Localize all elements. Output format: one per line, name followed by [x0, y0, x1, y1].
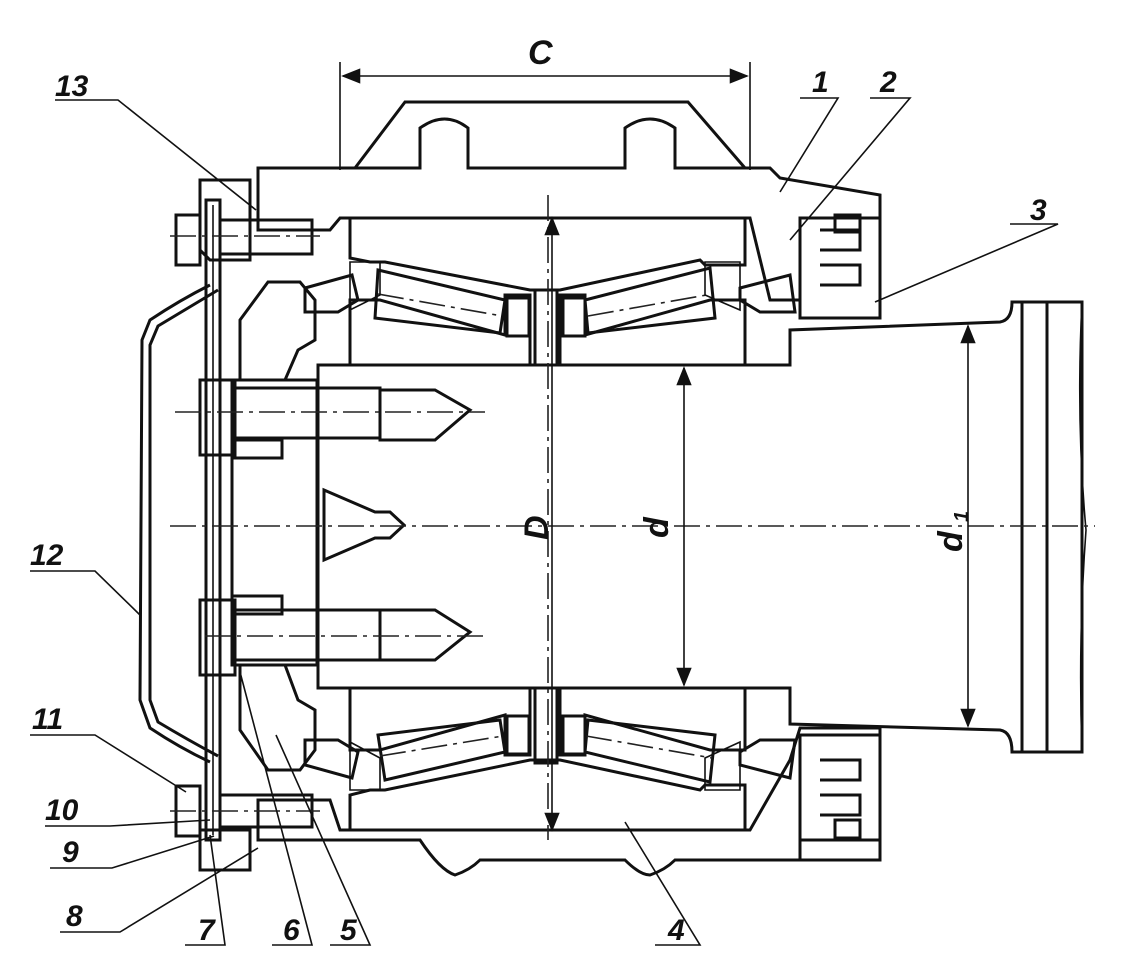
dim-label-c: C [528, 34, 553, 72]
callout-12: 12 [30, 539, 64, 572]
shaft [316, 300, 1087, 754]
end-cap [230, 280, 319, 772]
callout-2: 2 [879, 66, 897, 99]
callout-labels: 1 2 3 4 5 6 7 8 9 10 11 12 13 [30, 66, 1047, 947]
callout-5: 5 [340, 914, 358, 947]
callout-8: 8 [66, 900, 83, 933]
outer-ring-lower [348, 758, 747, 832]
callout-13: 13 [55, 70, 89, 103]
lock-plate [204, 198, 222, 842]
dimension-c [339, 62, 751, 170]
callout-10: 10 [45, 794, 79, 827]
roller-lower-left [376, 718, 507, 782]
roller-upper-right [583, 266, 717, 335]
bolt-upper [175, 378, 485, 457]
dim-label-d1-sub: 1 [951, 511, 973, 522]
dust-cover [138, 283, 219, 764]
dim-label-D: D [518, 515, 556, 540]
outer-ring-upper [348, 216, 747, 292]
dim-label-d: d [638, 516, 676, 538]
callout-7: 7 [198, 914, 216, 947]
leader-lines [30, 97, 1059, 946]
dim-label-d1: d [932, 530, 970, 552]
callout-4: 4 [667, 914, 685, 947]
housing-lower [198, 726, 882, 877]
bolt-flange-lower [170, 784, 320, 838]
labyrinth-cover [798, 213, 882, 862]
roller-upper-left [373, 268, 507, 335]
callout-6: 6 [283, 914, 300, 947]
callout-11: 11 [32, 703, 63, 736]
callout-9: 9 [62, 836, 79, 869]
callout-1: 1 [812, 66, 829, 99]
bolt-flange-upper [170, 213, 320, 267]
callout-3: 3 [1030, 194, 1047, 227]
roller-lower-right [583, 718, 717, 784]
bolt-lower [198, 598, 485, 677]
